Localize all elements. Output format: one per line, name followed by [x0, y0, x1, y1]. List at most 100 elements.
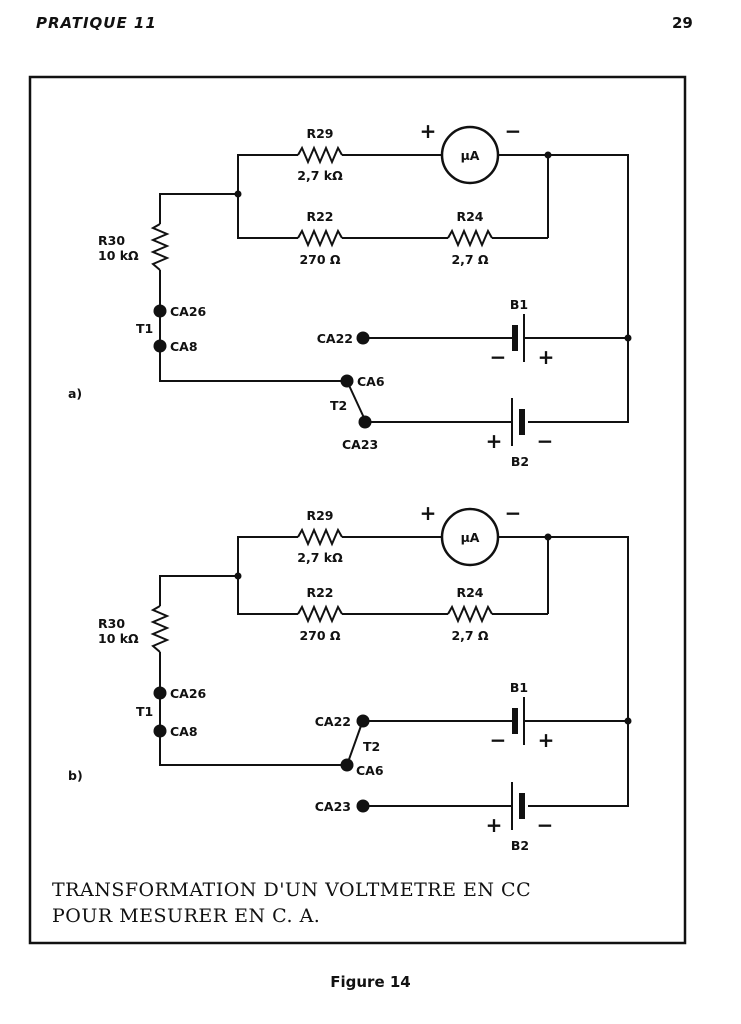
r24-value: 2,7 Ω	[451, 628, 488, 643]
r24-name: R24	[456, 585, 483, 600]
circuit-b-tag: b)	[68, 768, 83, 783]
ca23-label: CA23	[315, 799, 351, 814]
r22-name: R22	[306, 585, 333, 600]
terminal-ca8	[153, 724, 167, 738]
resistor-r30	[150, 605, 170, 653]
microammeter	[440, 507, 500, 567]
circuit-a-tag: a)	[68, 386, 82, 401]
junction-dot	[544, 151, 552, 159]
junction-dot	[234, 572, 242, 580]
microammeter	[440, 125, 500, 185]
ca26-label: CA26	[170, 304, 207, 319]
battery-b2-negative-plate	[519, 409, 525, 435]
junction-dot	[234, 190, 242, 198]
t2-switch-arm	[346, 380, 366, 421]
caption-line-2: POUR MESURER EN C. A.	[52, 905, 320, 927]
b2-plus-sign: +	[486, 813, 503, 837]
r24-value: 2,7 Ω	[451, 252, 488, 267]
resistor-r22	[297, 228, 343, 248]
r29-name: R29	[306, 508, 333, 523]
wire	[237, 154, 298, 194]
ca22-label: CA22	[317, 331, 353, 346]
wire	[237, 536, 298, 576]
ca23-label: CA23	[342, 437, 378, 452]
caption-line-1: TRANSFORMATION D'UN VOLTMETRE EN CC	[52, 879, 531, 901]
r30-name: R30	[98, 616, 125, 631]
r29-value: 2,7 kΩ	[297, 550, 343, 565]
figure-number: Figure 14	[330, 973, 411, 991]
r22-name: R22	[306, 209, 333, 224]
resistor-r30	[150, 223, 170, 271]
t2-label: T2	[330, 398, 347, 413]
meter-minus-sign: −	[505, 119, 522, 143]
terminal-ca8	[153, 339, 167, 353]
r30-value: 10 kΩ	[98, 248, 139, 263]
ca8-label: CA8	[170, 724, 198, 739]
b1-minus-sign: −	[490, 728, 507, 752]
wire	[159, 193, 238, 224]
resistor-r22	[297, 604, 343, 624]
battery-b2-negative-plate	[519, 793, 525, 819]
b2-plus-sign: +	[486, 429, 503, 453]
terminal-ca26	[153, 304, 167, 318]
resistor-r29	[297, 145, 343, 165]
b2-minus-sign: −	[537, 429, 554, 453]
junction-dot	[624, 334, 632, 342]
b2-minus-sign: −	[537, 813, 554, 837]
b1-plus-sign: +	[538, 345, 555, 369]
b1-label: B1	[510, 680, 528, 695]
b2-label: B2	[511, 838, 529, 853]
terminal-ca22	[356, 331, 370, 345]
ca8-label: CA8	[170, 339, 198, 354]
ca26-label: CA26	[170, 686, 207, 701]
t1-label: T1	[136, 321, 153, 336]
circuit-a: μA + − R29 2,7 kΩ R22 270 Ω R24 2,7 Ω R3…	[68, 119, 632, 469]
wire	[159, 731, 347, 766]
ca6-label: CA6	[357, 374, 385, 389]
wire	[237, 194, 298, 239]
battery-b1-negative-plate	[512, 325, 518, 351]
b2-label: B2	[511, 454, 529, 469]
t2-switch-arm	[346, 722, 363, 766]
wire	[498, 536, 629, 807]
wire	[159, 575, 238, 606]
r22-value: 270 Ω	[299, 252, 340, 267]
circuit-b: μA + − R29 2,7 kΩ R22 270 Ω R24 2,7 Ω R3…	[68, 501, 632, 853]
r30-value: 10 kΩ	[98, 631, 139, 646]
meter-plus-sign: +	[420, 501, 437, 525]
terminal-ca23	[356, 799, 370, 813]
b1-plus-sign: +	[538, 728, 555, 752]
wire	[237, 576, 298, 615]
terminal-ca6	[340, 374, 354, 388]
terminal-ca23	[358, 415, 372, 429]
meter-label: μA	[461, 530, 480, 545]
r29-name: R29	[306, 126, 333, 141]
ca22-label: CA22	[315, 714, 351, 729]
junction-dot	[544, 533, 552, 541]
resistor-r24	[447, 228, 493, 248]
b1-minus-sign: −	[490, 345, 507, 369]
t1-label: T1	[136, 704, 153, 719]
r24-name: R24	[456, 209, 483, 224]
meter-minus-sign: −	[505, 501, 522, 525]
junction-dot	[624, 717, 632, 725]
wire	[498, 154, 629, 423]
ca6-label: CA6	[356, 763, 384, 778]
terminal-ca6	[340, 758, 354, 772]
t2-label: T2	[363, 739, 380, 754]
wire	[159, 346, 347, 382]
resistor-r24	[447, 604, 493, 624]
r22-value: 270 Ω	[299, 628, 340, 643]
meter-label: μA	[461, 148, 480, 163]
page-number: 29	[672, 14, 693, 32]
r29-value: 2,7 kΩ	[297, 168, 343, 183]
battery-b1-negative-plate	[512, 708, 518, 734]
page-header-title: PRATIQUE 11	[36, 14, 157, 32]
b1-label: B1	[510, 297, 528, 312]
r30-name: R30	[98, 233, 125, 248]
figure-frame	[28, 75, 687, 945]
terminal-ca22	[356, 714, 370, 728]
meter-plus-sign: +	[420, 119, 437, 143]
terminal-ca26	[153, 686, 167, 700]
